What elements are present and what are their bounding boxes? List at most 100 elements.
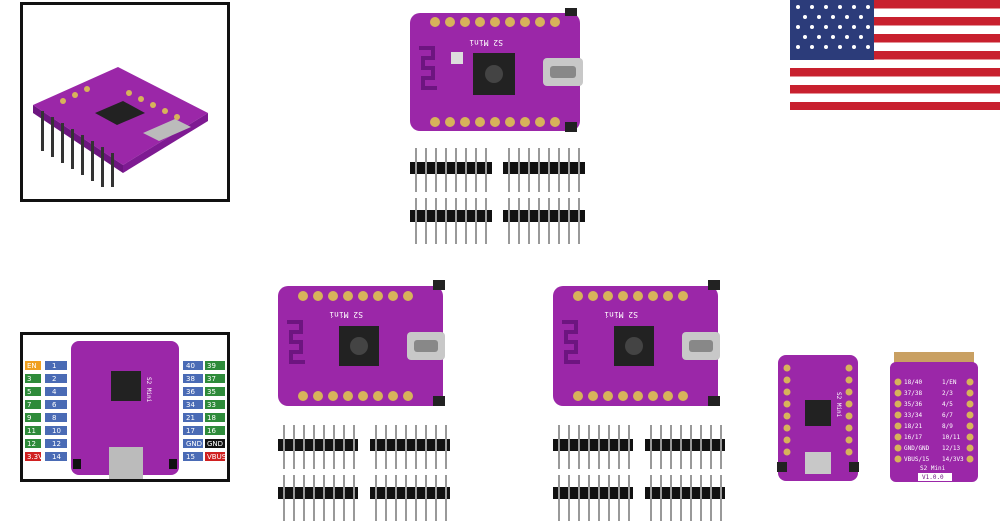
gpio-tag-label: 3.3V (27, 453, 43, 461)
pin-number-tag (45, 452, 67, 461)
pin-number-label: 15 (186, 453, 195, 461)
pin-number-label: 12 (52, 440, 61, 448)
back-pin-label-left: 33/34 (904, 412, 922, 419)
pin-number-label: 6 (52, 401, 57, 409)
pinout-diagram: S2 Mini EN 1 3 2 5 4 7 6 9 8 11 10 12 12 3.3V 14 40 39 38… (25, 341, 227, 479)
gpio-tag (205, 387, 225, 396)
pin-number-tag (183, 387, 203, 396)
back-pin-label-right: 2/3 (942, 390, 953, 397)
gpio-tag-label: 12 (27, 440, 36, 448)
back-pin-label-right: 1/EN (942, 379, 957, 386)
pin-number-tag (183, 426, 203, 435)
pin-number-label: 38 (186, 375, 195, 383)
gpio-tag (25, 361, 41, 370)
pin-number-tag (183, 413, 203, 422)
header-pins-bottom-1 (278, 425, 453, 521)
pin-number-tag (183, 400, 203, 409)
pin-number-tag (183, 439, 203, 448)
angled-board-image (33, 67, 208, 187)
pin-number-label: 8 (52, 414, 56, 422)
silkscreen-label: S2 Mini (604, 310, 638, 319)
gpio-tag-label: EN (27, 362, 37, 370)
pin-number-tag (183, 361, 203, 370)
back-pin-label-right: 14/3V3 (942, 456, 964, 463)
gpio-tag (25, 426, 41, 435)
pin-number-label: GND (186, 440, 202, 448)
pin-number-tag (45, 387, 67, 396)
product-thumbnail-angled[interactable] (20, 2, 230, 202)
gpio-tag (25, 439, 41, 448)
gpio-tag-label: VBUS (207, 453, 227, 461)
gpio-tag-label: 35 (207, 388, 216, 396)
gpio-tag-label: 39 (207, 362, 216, 370)
board-top-front: S2 Mini (405, 8, 590, 136)
back-pin-label-right: 8/9 (942, 423, 953, 430)
pin-number-tag (45, 439, 67, 448)
pin-number-label: 17 (186, 427, 195, 435)
back-pin-label-left: 18/40 (904, 379, 922, 386)
back-pin-label-right: 12/13 (942, 445, 960, 452)
gpio-tag-label: 33 (207, 401, 216, 409)
back-pin-label-left: 35/36 (904, 401, 922, 408)
gpio-tag (25, 452, 41, 461)
gpio-tag (205, 413, 225, 422)
gpio-tag-label: 37 (207, 375, 216, 383)
gpio-tag-label: 18 (207, 414, 216, 422)
pinout-silkscreen: S2 Mini (145, 377, 152, 403)
header-pins-bottom-2 (553, 425, 728, 521)
front-silkscreen: S2 Mini (835, 392, 842, 418)
board-front-vertical: S2 Mini (775, 352, 865, 484)
pin-number-tag (45, 361, 67, 370)
gpio-tag (25, 387, 41, 396)
pin-number-label: 4 (52, 388, 57, 396)
gpio-tag (25, 374, 41, 383)
board-back-vertical: 18/40 1/EN 37/38 2/3 35/36 4/5 33/34 6/7 18/21 8/… (888, 352, 980, 484)
pin-number-label: 10 (52, 427, 61, 435)
pin-number-tag (183, 374, 203, 383)
gpio-tag-label: 5 (27, 388, 31, 396)
back-pin-label-left: 37/38 (904, 390, 922, 397)
header-pins-top (410, 148, 585, 244)
back-pin-label-left: VBUS/15 (904, 456, 930, 463)
back-pin-label-right: 6/7 (942, 412, 953, 419)
pin-number-label: 1 (52, 362, 56, 370)
gpio-tag-label: 11 (27, 427, 36, 435)
gpio-tag-label: 3 (27, 375, 31, 383)
pin-number-tag (45, 426, 67, 435)
us-flag-icon[interactable] (790, 0, 1000, 110)
product-thumbnail-pinout[interactable]: S2 Mini EN 1 3 2 5 4 7 6 9 8 11 10 12 12 3.3V 14 40 39 38… (20, 332, 230, 482)
gpio-tag-label: 16 (207, 427, 216, 435)
pin-number-label: 14 (52, 453, 61, 461)
back-pin-label-right: 10/11 (942, 434, 960, 441)
silkscreen-label: S2 Mini (469, 38, 503, 47)
pin-number-tag (183, 452, 203, 461)
back-version-label: V1.0.0 (922, 474, 944, 481)
pin-number-tag (45, 400, 67, 409)
pin-number-label: 2 (52, 375, 56, 383)
back-pin-label-left: 16/17 (904, 434, 922, 441)
pin-number-label: 34 (186, 401, 195, 409)
board-bottom-front-1: S2 Mini (275, 280, 450, 410)
board-bottom-front-2: S2 Mini (550, 280, 725, 410)
gpio-tag (205, 439, 225, 448)
gpio-tag-label: 7 (27, 401, 31, 409)
gpio-tag (205, 400, 225, 409)
pin-number-tag (45, 413, 67, 422)
gpio-tag (25, 413, 41, 422)
gpio-tag-label: GND (207, 440, 223, 448)
gpio-tag (25, 400, 41, 409)
pin-number-label: 36 (186, 388, 195, 396)
gpio-tag (205, 374, 225, 383)
pin-number-tag (45, 374, 67, 383)
back-silkscreen-name: S2 Mini (920, 465, 946, 472)
back-pin-label-right: 4/5 (942, 401, 953, 408)
back-pin-label-left: GND/GND (904, 445, 930, 452)
silkscreen-label: S2 Mini (329, 310, 363, 319)
gpio-tag (205, 426, 225, 435)
gpio-tag (205, 361, 225, 370)
gpio-tag-label: 9 (27, 414, 31, 422)
gpio-tag (205, 452, 225, 461)
pin-number-label: 21 (186, 414, 195, 422)
back-pin-label-left: 18/21 (904, 423, 922, 430)
pin-number-label: 40 (186, 362, 195, 370)
